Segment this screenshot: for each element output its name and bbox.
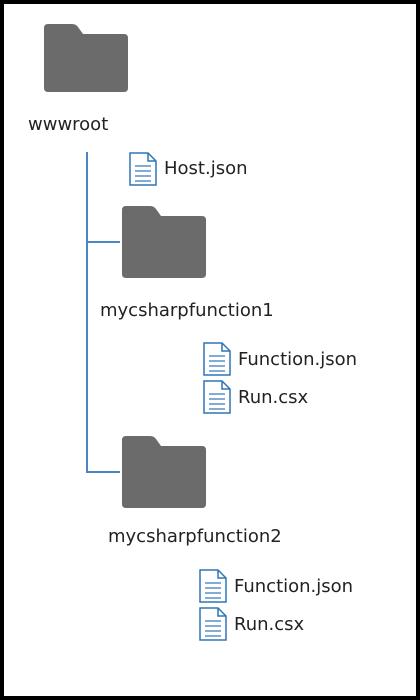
tree-connector-folder1 xyxy=(86,241,120,243)
document-icon xyxy=(202,341,232,377)
folder-icon xyxy=(42,22,130,94)
host-json-label: Host.json xyxy=(164,158,248,179)
tree-connector-folder2 xyxy=(86,471,120,473)
folder-icon xyxy=(120,434,208,510)
folder-mycsharpfunction2[interactable] xyxy=(120,434,208,510)
root-folder[interactable] xyxy=(42,22,130,94)
folder-icon xyxy=(120,204,208,280)
folder2-function-json-label: Function.json xyxy=(234,576,354,597)
folder-mycsharpfunction1[interactable] xyxy=(120,204,208,280)
host-json-file[interactable] xyxy=(128,151,158,187)
folder1-label: mycsharpfunction1 xyxy=(100,300,274,321)
folder2-file-run-csx[interactable] xyxy=(198,606,228,642)
tree-connector-vertical xyxy=(86,152,88,473)
folder2-run-csx-label: Run.csx xyxy=(234,614,305,635)
document-icon xyxy=(128,151,158,187)
folder1-file-function-json[interactable] xyxy=(202,341,232,377)
folder1-file-run-csx[interactable] xyxy=(202,379,232,415)
document-icon xyxy=(198,606,228,642)
folder1-function-json-label: Function.json xyxy=(238,349,358,370)
folder2-file-function-json[interactable] xyxy=(198,568,228,604)
document-icon xyxy=(198,568,228,604)
folder2-label: mycsharpfunction2 xyxy=(108,526,282,547)
document-icon xyxy=(202,379,232,415)
folder1-run-csx-label: Run.csx xyxy=(238,387,309,408)
root-folder-label: wwwroot xyxy=(28,114,109,135)
